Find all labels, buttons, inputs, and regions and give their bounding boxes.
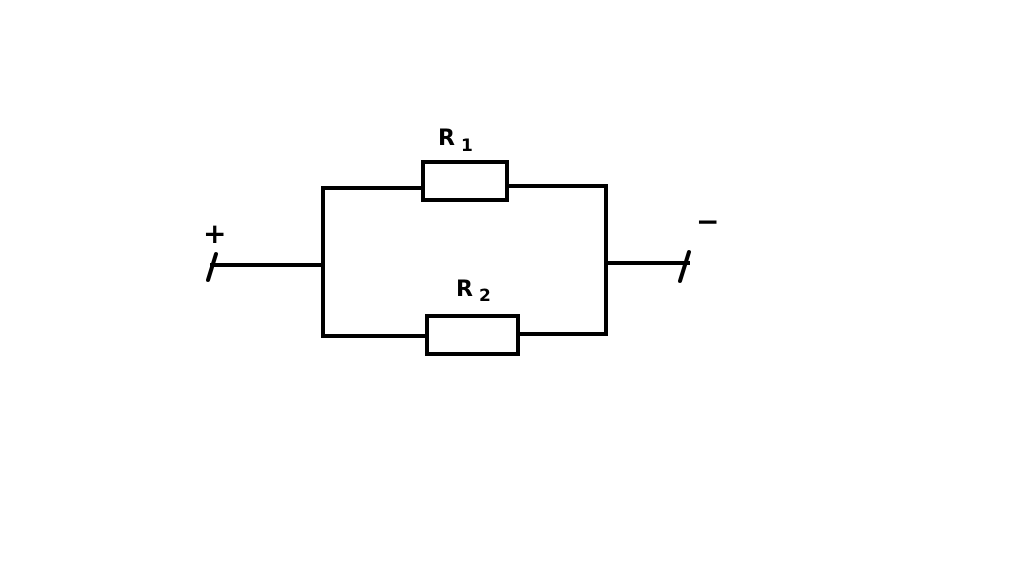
minus-sign: − [696,205,719,238]
r1-label-main: R [438,126,455,151]
r2-label-main: R [456,277,473,302]
resistor-r1 [421,160,509,202]
plus-sign: + [203,217,226,250]
resistor-r2 [425,314,520,356]
positive-terminal-mark [206,252,218,282]
r1-label-sub: 1 [461,136,473,156]
r2-label-sub: 2 [479,286,491,306]
negative-terminal-mark [678,250,691,283]
